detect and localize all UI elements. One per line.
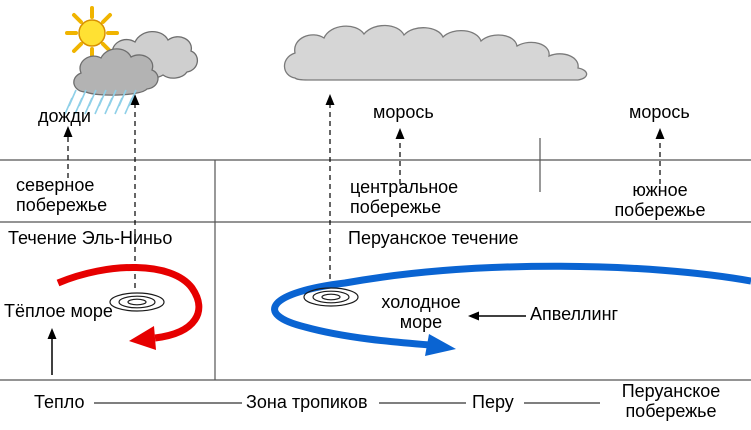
warm-current-arrowhead — [129, 326, 156, 350]
cold-current-arrowhead — [425, 334, 456, 356]
tropics-zone-label: Зона тропиков — [246, 392, 368, 412]
central-coast-label: центральное побережье — [350, 177, 459, 218]
rain-hatch-icon — [64, 89, 137, 115]
drizzle-cloud-icon — [283, 24, 588, 81]
sun-icon — [65, 6, 119, 60]
el-nino-current-label: Течение Эль-Ниньо — [8, 228, 173, 248]
rains-label: дожди — [38, 106, 91, 126]
south-coast-label: южное побережье — [614, 180, 706, 221]
cold-current-arrow — [271, 262, 751, 356]
peruvian-current-label: Перуанское течение — [348, 228, 519, 248]
storm-cloud-icon — [73, 30, 198, 96]
warm-current-path — [56, 263, 203, 342]
upwelling-arrow — [468, 311, 526, 321]
evaporation-arrows — [63, 94, 665, 288]
warm-current-arrow — [56, 263, 203, 350]
peru-label: Перу — [472, 392, 514, 412]
peruvian-coast-label: Перуанское побережье — [621, 381, 721, 422]
cold-current-path — [271, 262, 751, 349]
whirlpool-icon — [109, 292, 165, 312]
heat-rise-arrow — [47, 328, 57, 375]
warm-sea-label: Тёплое море — [4, 301, 113, 321]
whirlpool-icon — [303, 287, 359, 307]
north-coast-label: северное побережье — [16, 175, 108, 216]
upwelling-label: Апвеллинг — [530, 304, 619, 324]
heat-label: Тепло — [34, 392, 85, 412]
drizzle-label-central: морось — [373, 102, 434, 122]
cold-sea-label: холодное море — [381, 292, 461, 333]
drizzle-label-south: морось — [629, 102, 690, 122]
